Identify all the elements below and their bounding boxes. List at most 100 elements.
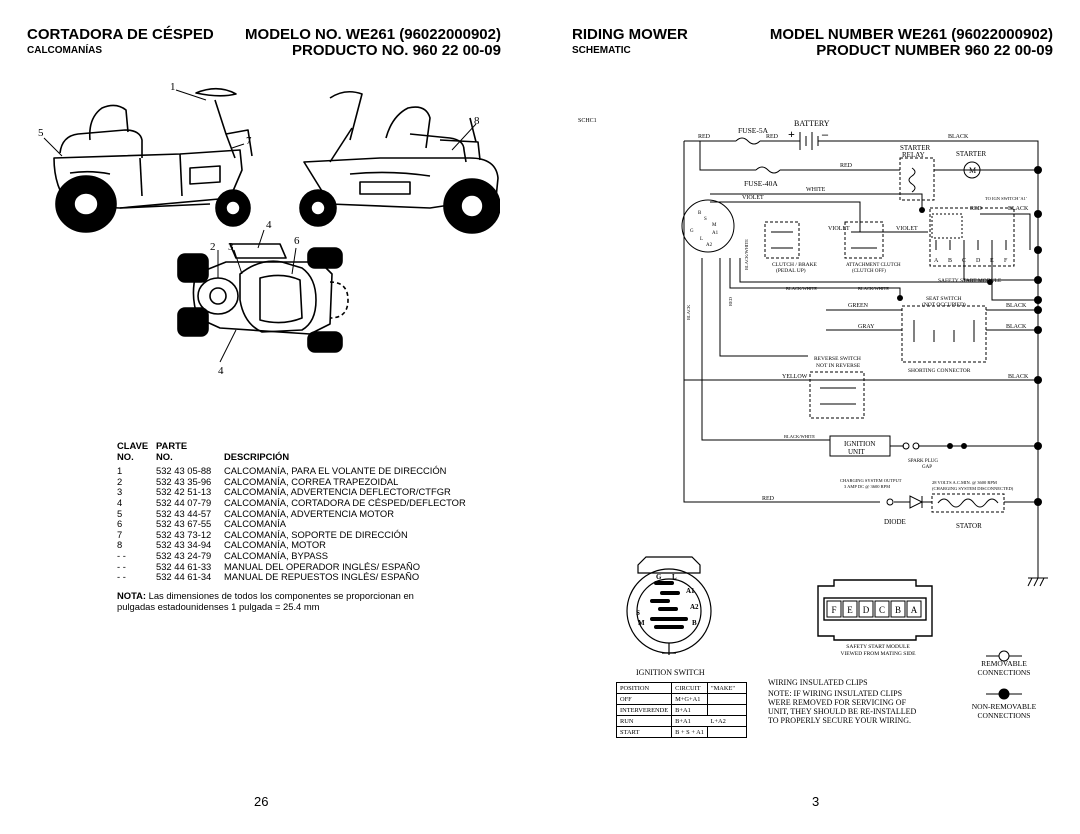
- clutch-brake-line2: (PEDAL UP): [776, 267, 806, 274]
- callout-1: 1: [170, 81, 176, 93]
- left-model-line: MODELO NO. WE261 (96022000902): [245, 26, 501, 43]
- starter-motor-symbol: M: [969, 166, 976, 175]
- clip-note-2: WERE REMOVED FOR SERVICING OF: [768, 698, 907, 707]
- legend-removable: REMOVABLE CONNECTIONS: [958, 659, 1050, 677]
- battery-label: BATTERY: [794, 119, 830, 128]
- ignition-table-cell: [707, 726, 747, 738]
- wire-black-white-vertical: BLACK/WHITE: [744, 239, 749, 270]
- row-part-number: 532 43 67-55: [156, 518, 212, 530]
- ign-term-a2: A2: [706, 243, 713, 248]
- wire-black-white-2: BLACK/WHITE: [858, 286, 889, 291]
- module-letter-c: C: [962, 258, 966, 264]
- wire-violet-3: VIOLET: [896, 226, 918, 232]
- connector-cell: [890, 600, 906, 618]
- module-caption: SAFETY START MODULE VIEWED FROM MATING S…: [826, 644, 930, 658]
- ign-face-m: M: [638, 619, 645, 627]
- row-part-number: 532 44 61-33: [156, 560, 212, 572]
- decal-location-illustration: 1 2 3 4 4 5 6 7 8: [38, 81, 500, 377]
- callout-4-bottom: 4: [218, 365, 224, 377]
- left-product-line: PRODUCTO NO. 960 22 00-09: [292, 42, 501, 59]
- schematic-code: SCHC1: [578, 118, 597, 124]
- table-head-parte: PARTE: [156, 440, 188, 451]
- connector-letter: B: [895, 605, 901, 615]
- row-description: CALCOMANÍA, CORREA TRAPEZOIDAL: [224, 475, 399, 487]
- row-key: 4: [117, 496, 123, 508]
- fuse-40a-label: FUSE-40A: [744, 179, 778, 188]
- ign-face-a2: A2: [690, 603, 699, 611]
- starter-relay-line2: RELAY: [902, 151, 925, 159]
- clip-note-3: UNIT, THEY SHOULD BE RE-INSTALLED: [768, 707, 917, 716]
- non-removable-connection-icon: [998, 688, 1010, 700]
- row-part-number: 532 42 51-13: [156, 486, 212, 498]
- seat-switch-line2: (NOT OCCUPIED): [922, 301, 966, 308]
- row-part-number: 532 43 35-96: [156, 475, 212, 487]
- wire-violet-1: VIOLET: [742, 195, 764, 201]
- fuse-5a-label: FUSE-5A: [738, 126, 769, 135]
- ig-head-circuit: CIRCUIT: [671, 682, 708, 694]
- starter-label: STARTER: [956, 150, 986, 158]
- row-key: - -: [117, 571, 126, 583]
- ign-term-m: M: [712, 223, 717, 228]
- wire-black-white-3: BLACK/WHITE: [784, 434, 815, 439]
- module-letter-b: B: [948, 258, 952, 264]
- row-key: 5: [117, 507, 123, 519]
- callout-5: 5: [38, 127, 44, 139]
- legend-non-removable-2: CONNECTIONS: [977, 711, 1031, 720]
- row-part-number: 532 43 05-88: [156, 465, 212, 477]
- row-description: MANUAL DE REPUESTOS INGLÉS/ ESPAÑO: [224, 571, 420, 583]
- row-key: 8: [117, 539, 123, 551]
- ign-face-b: B: [692, 619, 697, 627]
- right-page-subtitle: SCHEMATIC: [572, 45, 631, 56]
- callout-4-top: 4: [266, 219, 272, 231]
- row-description: CALCOMANÍA, SOPORTE DE DIRECCIÓN: [224, 528, 408, 540]
- connector-letter: F: [831, 605, 836, 615]
- ignition-unit-line1: IGNITION: [844, 440, 876, 448]
- callout-2: 2: [210, 241, 216, 253]
- connector-cell: [842, 600, 858, 618]
- wire-black-top: BLACK: [948, 134, 969, 140]
- wire-red-top: RED: [698, 134, 711, 140]
- ignition-switch-title: IGNITION SWITCH: [636, 668, 705, 677]
- row-part-number: 532 43 73-12: [156, 528, 212, 540]
- right-model-line: MODEL NUMBER WE261 (96022000902): [769, 26, 1053, 43]
- reverse-switch-line2: NOT IN REVERSE: [816, 363, 861, 369]
- connector-letter: E: [847, 605, 853, 615]
- shorting-connector-label: SHORTING CONNECTOR: [908, 368, 971, 374]
- ignition-table-cell: B+A1: [671, 715, 708, 727]
- wire-red-relay: RED: [840, 163, 853, 169]
- note-text: Las dimensiones de todos los componentes…: [146, 590, 414, 601]
- ignition-table-cell: OFF: [615, 693, 673, 705]
- legend-removable-1: REMOVABLE: [981, 659, 1027, 668]
- connection-legend-symbols: [986, 650, 1022, 700]
- row-description: CALCOMANÍA: [224, 518, 286, 530]
- ignition-table-cell: START: [615, 726, 673, 738]
- ig-head-position: POSITION: [615, 682, 673, 694]
- diode-label: DIODE: [884, 518, 906, 526]
- ignition-table-cell: [707, 693, 747, 705]
- connector-cell: [826, 600, 842, 618]
- ign-face-s: S: [636, 609, 640, 617]
- callout-3: 3: [228, 241, 234, 253]
- module-letter-d: D: [976, 258, 981, 264]
- safety-start-module-label: SAFETY START MODULE: [938, 278, 1002, 284]
- left-page-title: CORTADORA DE CÉSPED: [27, 26, 214, 43]
- ign-term-a1: A1: [712, 231, 719, 236]
- ign-term-g: G: [690, 229, 694, 234]
- wire-violet-2: VIOLET: [828, 226, 850, 232]
- attachment-clutch-line1: ATTACHMENT CLUTCH: [846, 263, 901, 268]
- connector-letter: D: [863, 605, 870, 615]
- ignition-table-cell: M+G+A1: [671, 693, 708, 705]
- wire-black-vertical: BLACK: [686, 304, 691, 320]
- connector-cell: [874, 600, 890, 618]
- mower-left-view: [53, 87, 253, 233]
- row-key: 2: [117, 475, 123, 487]
- charging-right-line2: (CHARGING SYSTEM DISCONNECTED): [932, 486, 1014, 491]
- row-description: CALCOMANÍA, BYPASS: [224, 549, 329, 561]
- row-key: - -: [117, 549, 126, 561]
- module-caption-line2: VIEWED FROM MATING SIDE: [840, 651, 916, 657]
- row-description: CALCOMANÍA, ADVERTENCIA MOTOR: [224, 507, 394, 519]
